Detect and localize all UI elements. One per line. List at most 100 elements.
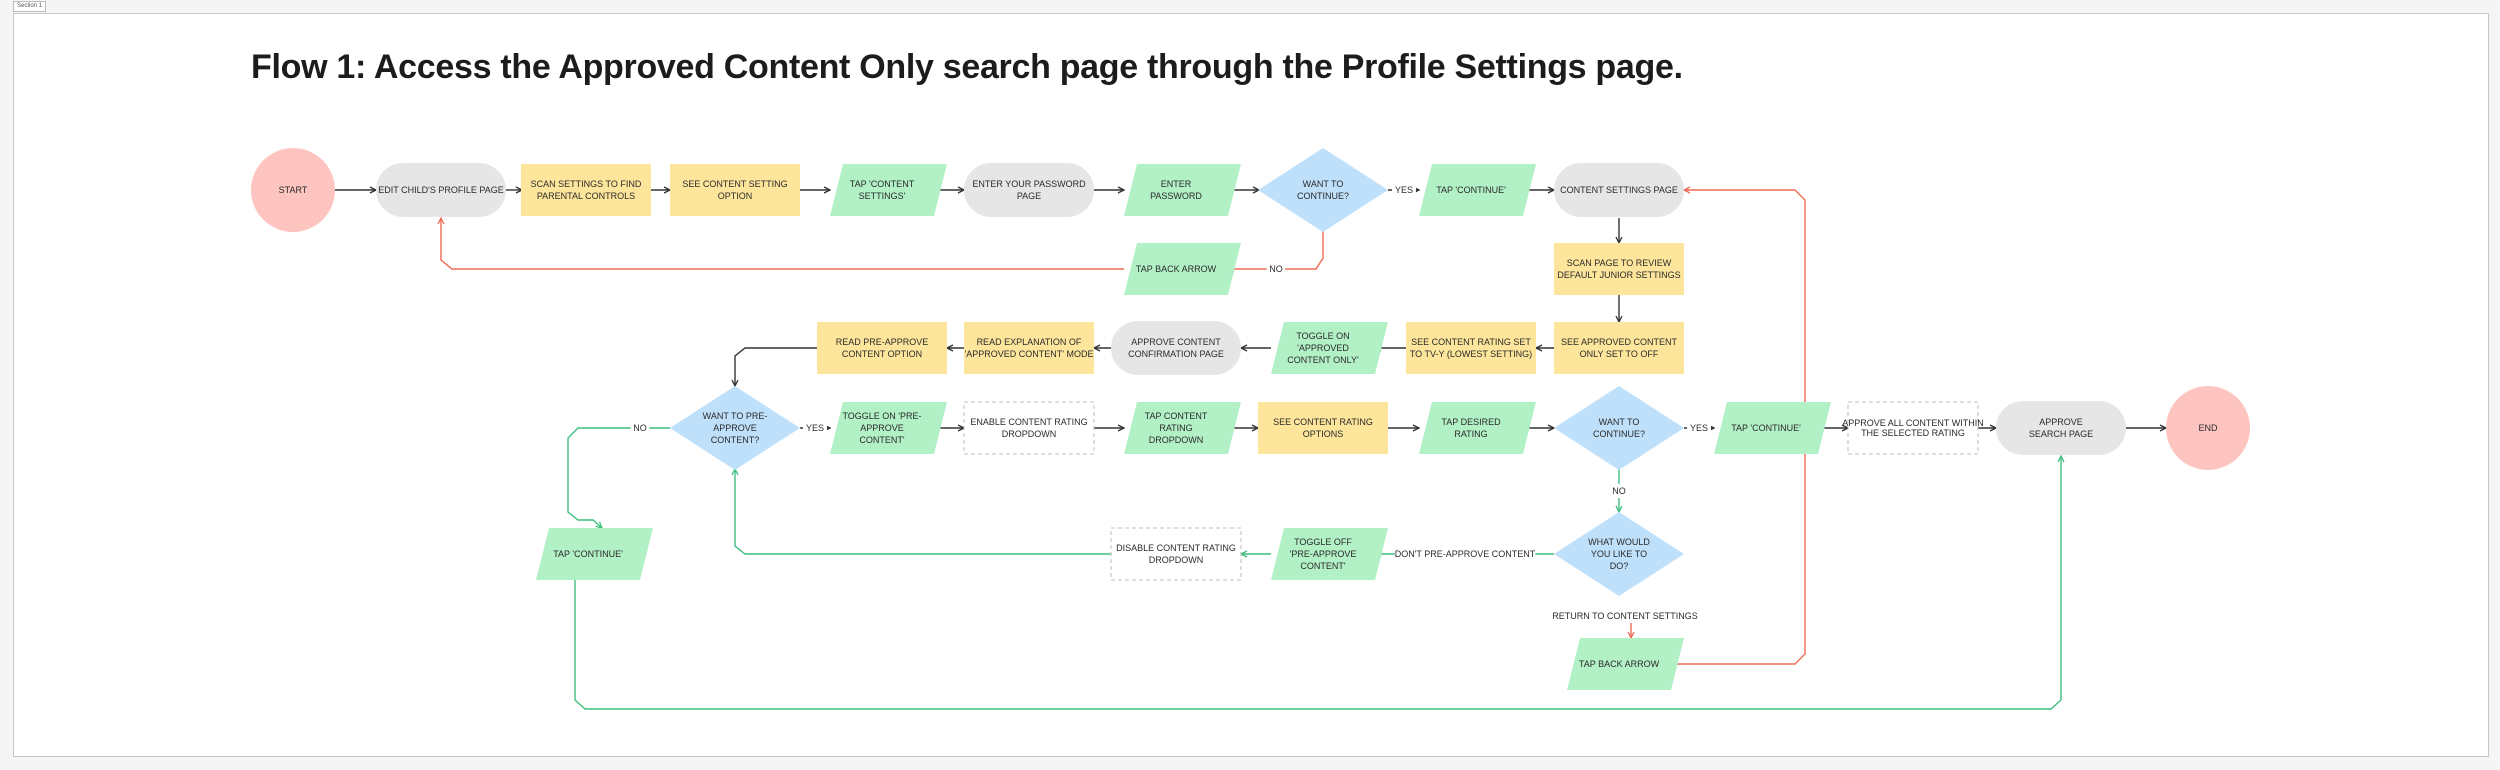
node-shape bbox=[1554, 243, 1684, 295]
node-label: 'APPROVED bbox=[1297, 343, 1349, 353]
node-edit-profile: EDIT CHILD'S PROFILE PAGE bbox=[376, 163, 506, 217]
node-label: ENABLE CONTENT RATING bbox=[970, 417, 1087, 427]
node-label: SETTINGS' bbox=[859, 191, 906, 201]
edge-e35 bbox=[735, 469, 1111, 555]
node-label: APPROVE ALL CONTENT WITHIN bbox=[1842, 418, 1984, 428]
node-shape bbox=[670, 164, 800, 216]
node-shape bbox=[251, 148, 335, 232]
node-shape bbox=[1258, 148, 1388, 232]
node-shape bbox=[1258, 402, 1388, 454]
node-tap-continue-3: TAP 'CONTINUE' bbox=[536, 528, 653, 580]
node-shape bbox=[830, 164, 947, 216]
node-start: START bbox=[251, 148, 335, 232]
node-shape bbox=[830, 402, 947, 454]
node-label: DEFAULT JUNIOR SETTINGS bbox=[1557, 270, 1680, 280]
node-label: PAGE bbox=[1017, 191, 1041, 201]
edge-e19 bbox=[735, 347, 817, 386]
edge-label: NO bbox=[1269, 264, 1283, 274]
node-see-rating-tvy: SEE CONTENT RATING SET TO TV-Y (lowest se… bbox=[1406, 322, 1536, 374]
node-approve-search-page: APPROVE SEARCH PAGE bbox=[1996, 401, 2126, 455]
node-label: SEARCH PAGE bbox=[2029, 429, 2093, 439]
node-shape bbox=[1110, 527, 1242, 581]
node-label: TAP BACK ARROW bbox=[1136, 264, 1217, 274]
node-label: TOGGLE OFF bbox=[1294, 537, 1352, 547]
node-label: ENTER bbox=[1161, 179, 1192, 189]
edge-e31 bbox=[574, 456, 2061, 710]
node-label: APPROVE CONTENT bbox=[1131, 337, 1221, 347]
node-label: THE SELECTED RATING bbox=[1861, 428, 1965, 438]
node-shape bbox=[1554, 322, 1684, 374]
edge-label: YES bbox=[1395, 185, 1413, 195]
canvas-frame bbox=[13, 13, 2489, 757]
node-shape bbox=[1714, 402, 1831, 454]
node-label: SEE CONTENT RATING SET bbox=[1411, 337, 1531, 347]
node-label: EDIT CHILD'S PROFILE PAGE bbox=[378, 185, 503, 195]
node-tap-content-settings: TAP 'CONTENT SETTINGS' bbox=[830, 164, 947, 216]
node-scan-review: SCAN PAGE TO REVIEW DEFAULT JUNIOR SETTIN… bbox=[1554, 243, 1684, 295]
node-shape bbox=[521, 164, 651, 216]
node-end: END bbox=[2166, 386, 2250, 470]
node-shape bbox=[1124, 243, 1241, 295]
node-label: RATING bbox=[1159, 423, 1192, 433]
node-label: ONLY SET TO OFF bbox=[1580, 349, 1659, 359]
node-label: CONTINUE? bbox=[1593, 429, 1645, 439]
node-label: TAP BACK ARROW bbox=[1579, 659, 1660, 669]
edge-line bbox=[735, 469, 1111, 555]
node-label: WANT TO bbox=[1303, 179, 1344, 189]
node-shape bbox=[1554, 386, 1684, 470]
edge-label: YES bbox=[806, 423, 824, 433]
node-read-explanation: READ EXPLANATION OF 'APPROVED CONTENT' MO… bbox=[964, 322, 1094, 374]
node-shape bbox=[1419, 402, 1536, 454]
node-label: END bbox=[2198, 423, 2218, 433]
node-label: APPROVE bbox=[2039, 417, 2083, 427]
node-label: 'APPROVED CONTENT' MODE bbox=[965, 349, 1094, 359]
node-label: TAP 'CONTENT bbox=[850, 179, 915, 189]
node-label: CONFIRMATION PAGE bbox=[1128, 349, 1224, 359]
node-label: SEE APPROVED CONTENT bbox=[1561, 337, 1678, 347]
node-label: SCAN PAGE TO REVIEW bbox=[1567, 258, 1672, 268]
node-label: SEE CONTENT RATING bbox=[1273, 417, 1373, 427]
node-shape bbox=[964, 163, 1094, 217]
node-label: RATING bbox=[1454, 429, 1487, 439]
node-label: TO TV-Y (lowest setting) bbox=[1410, 349, 1532, 359]
node-shape bbox=[1111, 321, 1241, 375]
node-label: 'PRE-APPROVE bbox=[1290, 549, 1357, 559]
edge-label: NO bbox=[633, 423, 647, 433]
node-label: WANT TO PRE- bbox=[703, 411, 768, 421]
node-label: TAP 'CONTINUE' bbox=[1436, 185, 1506, 195]
node-shape bbox=[536, 528, 653, 580]
node-label: TAP 'CONTINUE' bbox=[553, 549, 623, 559]
node-label: YOU LIKE TO bbox=[1591, 549, 1647, 559]
edge-e30: NO bbox=[567, 421, 670, 528]
edge-e20: YES bbox=[800, 421, 830, 435]
node-shape bbox=[1271, 528, 1388, 580]
node-shape bbox=[1124, 402, 1241, 454]
node-see-approved-off: SEE APPROVED CONTENT ONLY SET TO OFF bbox=[1554, 322, 1684, 374]
node-label: START bbox=[279, 185, 308, 195]
node-shape bbox=[1406, 322, 1536, 374]
edge-label: DON'T PRE-APPROVE CONTENT bbox=[1395, 549, 1536, 559]
node-label: PARENTAL CONTROLS bbox=[537, 191, 635, 201]
node-label: APPROVE bbox=[713, 423, 757, 433]
node-shape bbox=[1554, 512, 1684, 596]
edge-line bbox=[574, 456, 2061, 710]
node-label: DROPDOWN bbox=[1149, 555, 1204, 565]
node-label: READ EXPLANATION OF bbox=[977, 337, 1082, 347]
edge-label: NO bbox=[1612, 486, 1626, 496]
node-label: APPROVE bbox=[860, 423, 904, 433]
node-shape bbox=[963, 401, 1095, 455]
